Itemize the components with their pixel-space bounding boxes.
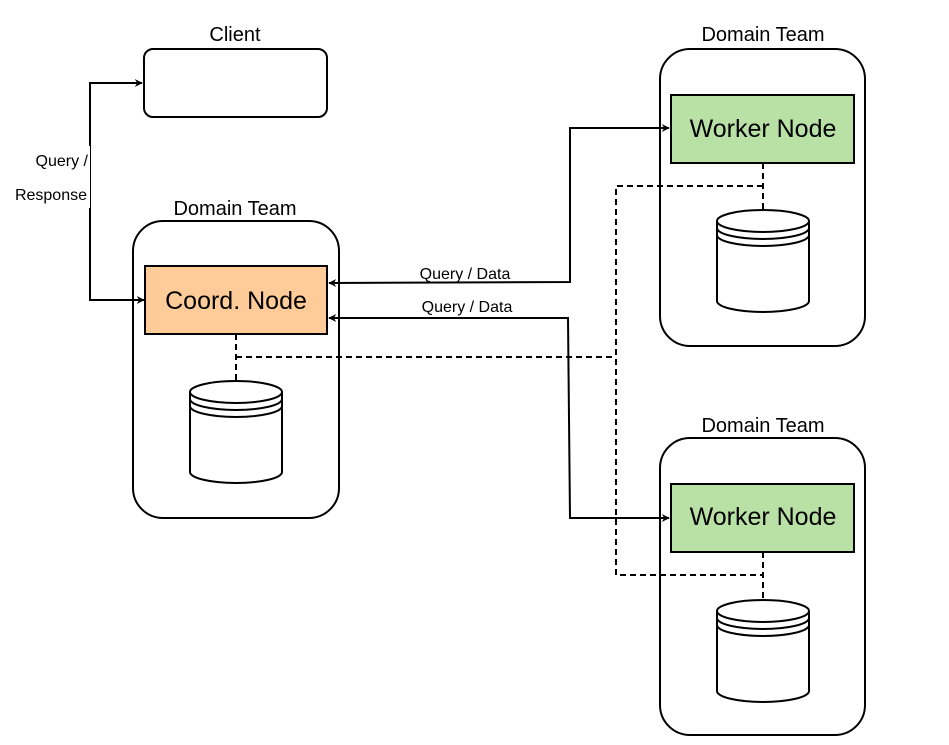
worker-top-team-title: Domain Team [701,24,824,46]
client-box[interactable] [143,48,328,118]
coord-worker-bottom-label: Query / Data [422,299,513,316]
worker-top-database-icon [716,209,810,313]
client-coord-label-bg [4,146,90,208]
coord-team-title: Domain Team [173,198,296,220]
worker-top-node-box[interactable] [670,94,855,164]
worker-bottom-node-label: Worker Node [690,503,837,531]
coord-node-label: Coord. Node [165,287,307,315]
client-coord-label-line1: Query / [36,153,89,170]
coord-worker-bottom-edge[interactable] [328,314,670,522]
coord-worker-top-edge[interactable] [328,124,670,287]
coord-database-icon [189,380,283,484]
coord-worker-top-label: Query / Data [420,266,511,283]
worker-bottom-team-title: Domain Team [701,415,824,437]
client-coord-label-line2: Response [15,187,87,204]
worker-top-node-label: Worker Node [690,115,837,143]
worker-bottom-database-icon [716,599,810,703]
coord-node-box[interactable] [144,265,328,335]
client-title: Client [209,24,261,46]
